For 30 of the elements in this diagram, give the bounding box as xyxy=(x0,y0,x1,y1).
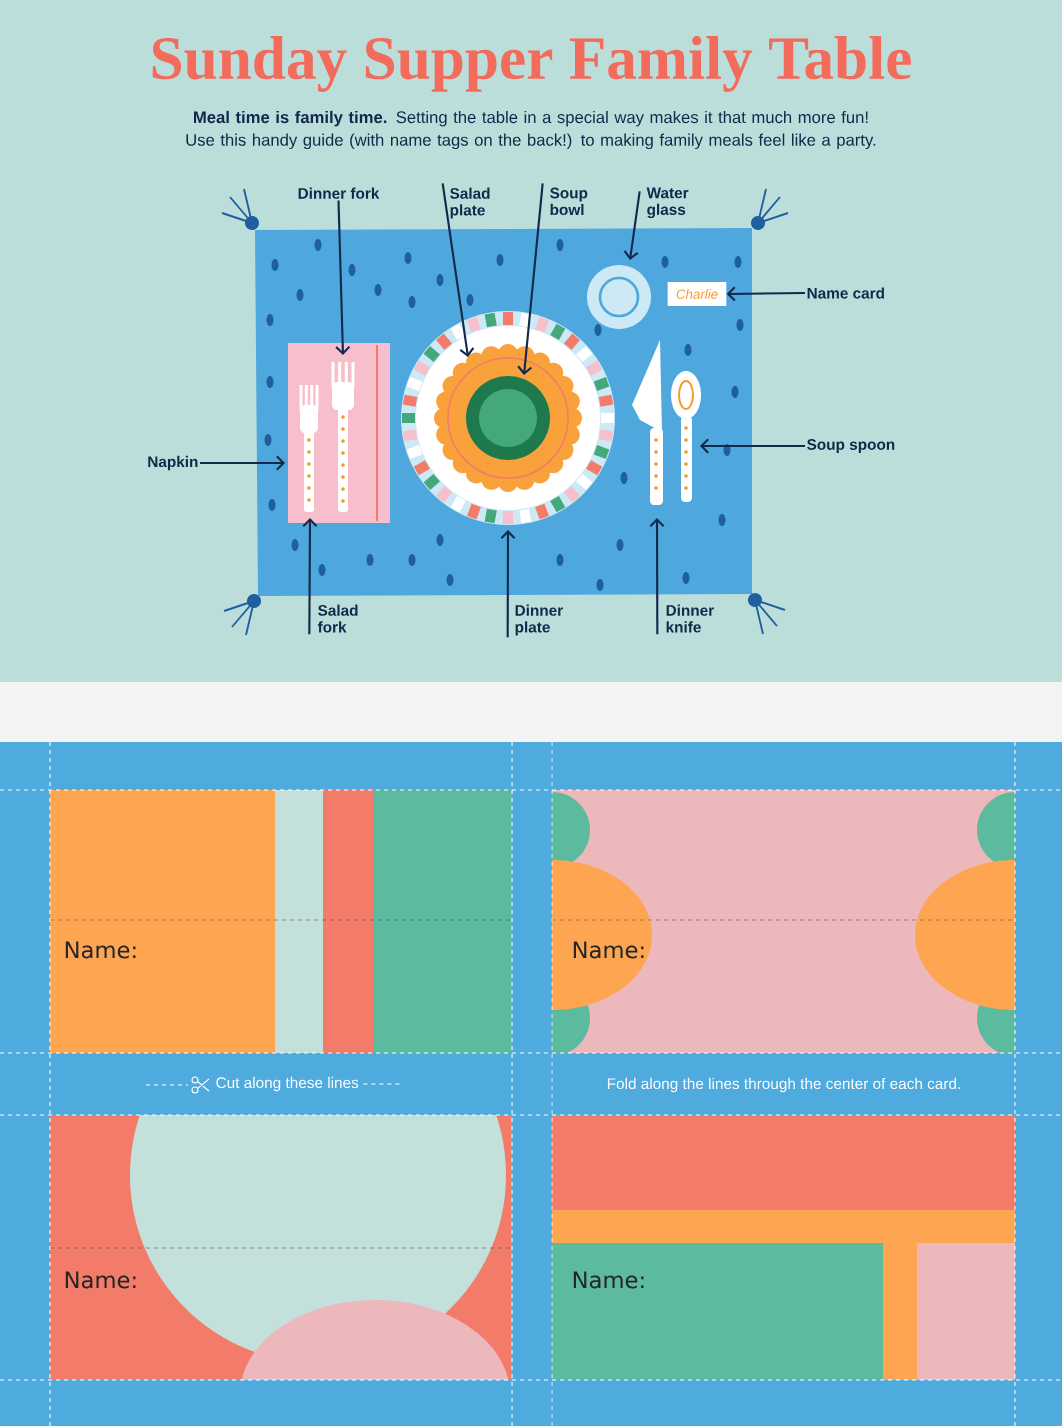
leader-label: Napkin xyxy=(148,455,198,471)
node-label: Name: xyxy=(65,1271,136,1289)
leader-label: Name card xyxy=(807,287,884,299)
leader-label: Dinner knife xyxy=(666,604,714,633)
intro-text: Meal time is family time. Setting the table in a special way makes it that much more fun! Use this handy guide (with name tags on the back!) to making family meals feel like a party. xyxy=(186,110,876,150)
leader-label: Dinner fork xyxy=(298,187,380,199)
name-card: Name: xyxy=(551,790,1016,1053)
leader-label: Dinner plate xyxy=(515,604,563,636)
leader-arrow xyxy=(623,191,641,260)
leader-arrow xyxy=(649,518,665,635)
leader-label: Soup bowl xyxy=(550,187,588,216)
leader-label: Soup spoon xyxy=(807,439,895,453)
name-card: Name: xyxy=(49,790,513,1053)
name-card: Name: xyxy=(49,1115,513,1380)
leader-label: Water glass xyxy=(646,187,689,219)
title: Sunday Supper Family Table xyxy=(152,36,911,92)
leader-label: Salad fork xyxy=(317,604,358,633)
leader-arrow xyxy=(335,200,351,355)
name-card: Name: xyxy=(552,1115,1015,1380)
leader-label: Salad plate xyxy=(450,187,490,219)
instruction-text: Cut along these lines xyxy=(216,1076,359,1092)
leader-arrow xyxy=(500,530,516,638)
leader-arrow xyxy=(700,438,805,454)
leader-arrow xyxy=(726,286,806,302)
name-tag: Charlie xyxy=(667,282,727,306)
leader-arrow xyxy=(302,518,318,635)
leader-arrow xyxy=(441,183,475,357)
instruction-text: Fold along the lines through the center of each card. xyxy=(607,1077,960,1093)
leader-arrow xyxy=(200,455,285,471)
leader-arrow xyxy=(517,183,544,375)
